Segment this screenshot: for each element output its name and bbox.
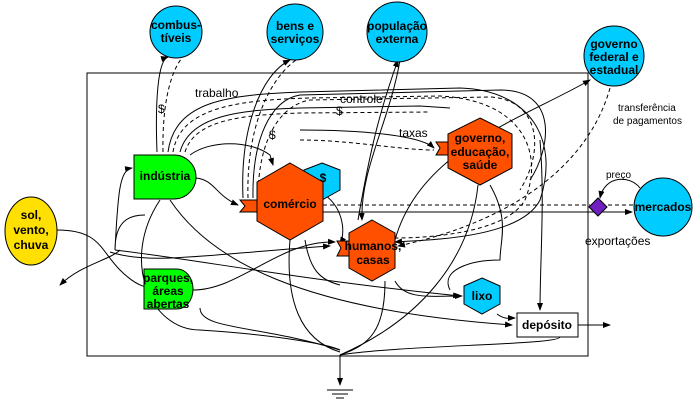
label: vento, <box>13 223 48 237</box>
node-governo-educacao-saude[interactable]: governo, educação, saúde <box>435 117 513 186</box>
label: federal e <box>589 50 639 64</box>
label-transferencia: de pagamentos <box>613 116 682 127</box>
label: sol, <box>21 208 42 222</box>
label: humanos, <box>345 239 402 253</box>
node-industria[interactable]: indústria <box>133 154 197 200</box>
label: serviços <box>271 32 320 46</box>
label: comércio <box>263 197 316 211</box>
label: bens e <box>276 19 314 33</box>
source-combustiveis[interactable]: combus- tíveis <box>149 5 203 59</box>
source-bens-servicos[interactable]: bens e serviços <box>266 3 324 61</box>
node-lixo[interactable]: lixo <box>463 277 501 315</box>
system-boundary <box>86 72 589 357</box>
label: chuva <box>14 238 49 252</box>
label: indústria <box>140 169 191 183</box>
label: tíveis <box>161 31 192 45</box>
label: externa <box>376 32 419 46</box>
ground-symbol <box>327 389 353 399</box>
label: população <box>367 19 427 33</box>
label: governo, <box>455 131 506 145</box>
label: mercados <box>635 200 692 214</box>
label: $ <box>320 171 327 185</box>
source-sol-vento-chuva[interactable]: sol, vento, chuva <box>4 196 58 266</box>
label: abertas <box>147 297 190 311</box>
label-trabalho: trabalho <box>195 86 239 100</box>
label: depósito <box>522 318 572 332</box>
node-humanos-casas[interactable]: humanos, casas <box>336 219 402 282</box>
label: estadual <box>590 63 639 77</box>
label-dollar: $ <box>158 102 165 116</box>
node-comercio[interactable]: comércio <box>238 162 324 241</box>
node-deposito[interactable]: depósito <box>516 312 579 338</box>
label-dollar: $ <box>336 104 343 118</box>
source-governo-federal[interactable]: governo federal e estadual <box>583 25 645 87</box>
label: parques, <box>143 271 193 285</box>
label-transferencia: transferência <box>618 103 676 114</box>
source-mercados[interactable]: mercados <box>633 177 693 237</box>
label: casas <box>356 253 390 267</box>
label-taxas: taxas <box>399 126 428 140</box>
node-parques[interactable]: parques, áreas abertas <box>143 268 194 311</box>
label-controle: controle <box>340 92 383 106</box>
label: saúde <box>463 158 498 172</box>
label-exportacoes: exportações <box>585 234 650 248</box>
label-dollar: $ <box>269 128 276 142</box>
label: governo <box>590 37 637 51</box>
label: lixo <box>472 289 493 303</box>
label: combus- <box>151 18 201 32</box>
label-preco: preço <box>606 170 631 181</box>
label: educação, <box>451 145 510 159</box>
label: áreas <box>152 284 184 298</box>
source-populacao-externa[interactable]: população externa <box>366 1 428 63</box>
price-exchange-diamond[interactable] <box>588 197 608 217</box>
